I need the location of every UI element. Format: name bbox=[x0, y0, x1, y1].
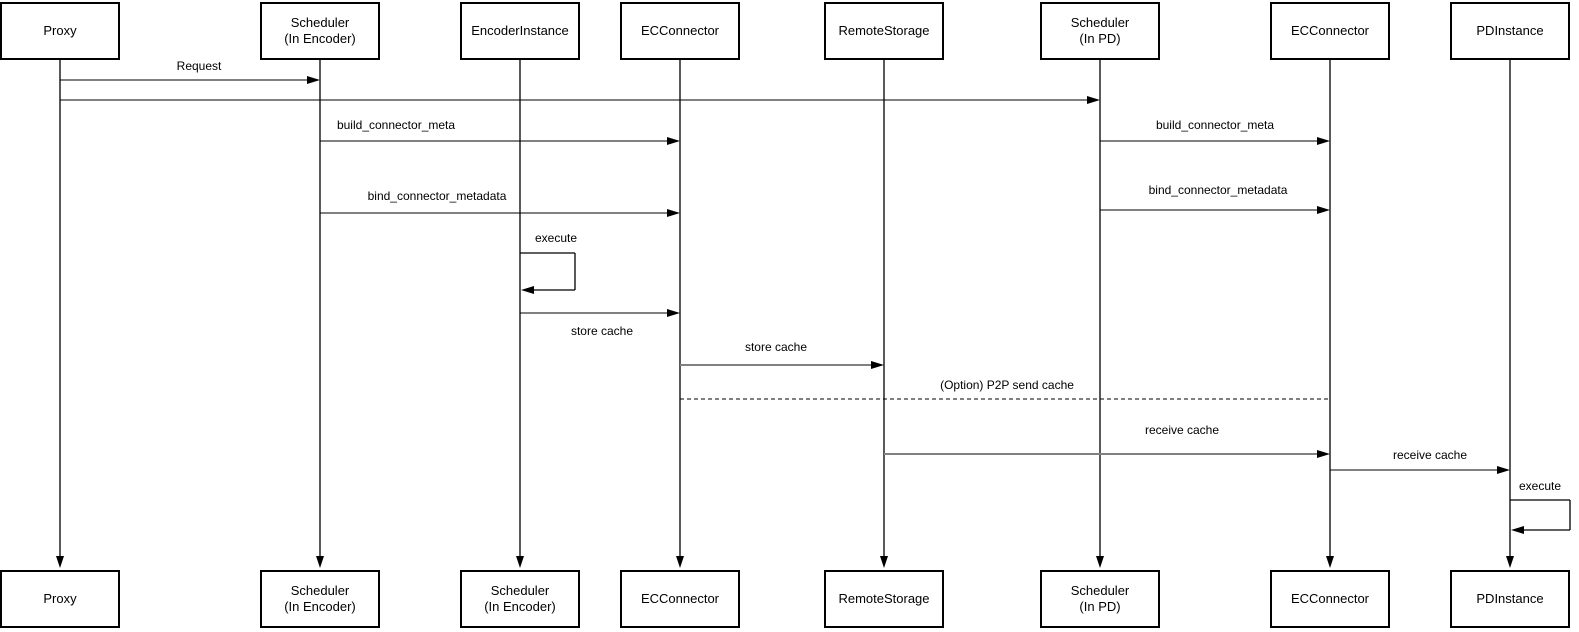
participant-box-top: EncoderInstance bbox=[460, 2, 580, 60]
message-label: receive cache bbox=[1392, 448, 1468, 462]
message-label: store cache bbox=[744, 340, 808, 354]
arrowhead bbox=[56, 556, 64, 568]
arrowhead bbox=[1326, 556, 1334, 568]
arrowhead bbox=[1497, 466, 1510, 474]
self-message-label: execute bbox=[1518, 479, 1562, 493]
participant-box-top: Scheduler (In Encoder) bbox=[260, 2, 380, 60]
arrowhead bbox=[667, 309, 680, 317]
participant-box-bottom: Scheduler (In Encoder) bbox=[460, 570, 580, 628]
message-label: Request bbox=[176, 59, 222, 73]
self-message-label: execute bbox=[534, 231, 578, 245]
message-label: (Option) P2P send cache bbox=[940, 378, 1074, 392]
message-label: bind_connector_metadata bbox=[1148, 183, 1288, 197]
participant-box-bottom: ECConnector bbox=[620, 570, 740, 628]
arrowhead bbox=[521, 286, 534, 294]
message-label: build_connector_meta bbox=[336, 118, 456, 132]
participant-box-top: Proxy bbox=[0, 2, 120, 60]
arrowhead bbox=[1317, 450, 1330, 458]
arrowhead bbox=[871, 361, 884, 369]
arrowhead bbox=[516, 556, 524, 568]
participant-box-bottom: PDInstance bbox=[1450, 570, 1570, 628]
arrowhead bbox=[1506, 556, 1514, 568]
participant-box-bottom: Proxy bbox=[0, 570, 120, 628]
participant-box-top: Scheduler (In PD) bbox=[1040, 2, 1160, 60]
message-label: build_connector_meta bbox=[1155, 118, 1275, 132]
arrowhead bbox=[676, 556, 684, 568]
participant-box-top: RemoteStorage bbox=[824, 2, 944, 60]
arrowhead bbox=[1511, 526, 1524, 534]
participant-box-top: ECConnector bbox=[1270, 2, 1390, 60]
arrowhead bbox=[1087, 96, 1100, 104]
message-label: receive cache bbox=[1144, 423, 1220, 437]
arrowhead bbox=[667, 209, 680, 217]
arrowhead bbox=[1317, 206, 1330, 214]
participant-box-bottom: ECConnector bbox=[1270, 570, 1390, 628]
message-label: store cache bbox=[570, 324, 634, 338]
arrowhead bbox=[316, 556, 324, 568]
participant-box-bottom: RemoteStorage bbox=[824, 570, 944, 628]
arrowhead bbox=[1096, 556, 1104, 568]
arrowhead bbox=[307, 76, 320, 84]
message-label: bind_connector_metadata bbox=[367, 189, 507, 203]
arrowhead bbox=[880, 556, 888, 568]
participant-box-bottom: Scheduler (In PD) bbox=[1040, 570, 1160, 628]
participant-box-bottom: Scheduler (In Encoder) bbox=[260, 570, 380, 628]
arrowhead bbox=[1317, 137, 1330, 145]
participant-box-top: PDInstance bbox=[1450, 2, 1570, 60]
participant-box-top: ECConnector bbox=[620, 2, 740, 60]
arrowhead bbox=[667, 137, 680, 145]
